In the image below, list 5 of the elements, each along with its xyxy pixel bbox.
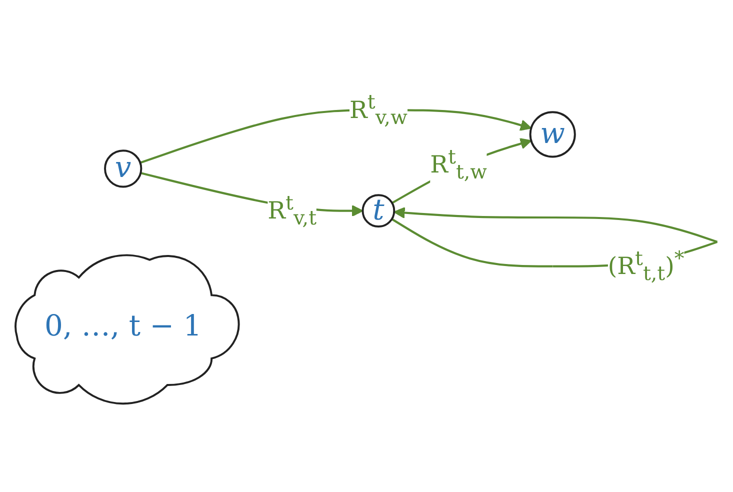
arrow xyxy=(392,138,532,204)
node-circle: t xyxy=(362,194,396,228)
node-circle: v xyxy=(104,150,142,188)
edge-label: (R$^{t}$$_{t,t}$)$^{*}$ xyxy=(608,246,684,286)
node-circle: w xyxy=(529,112,576,158)
